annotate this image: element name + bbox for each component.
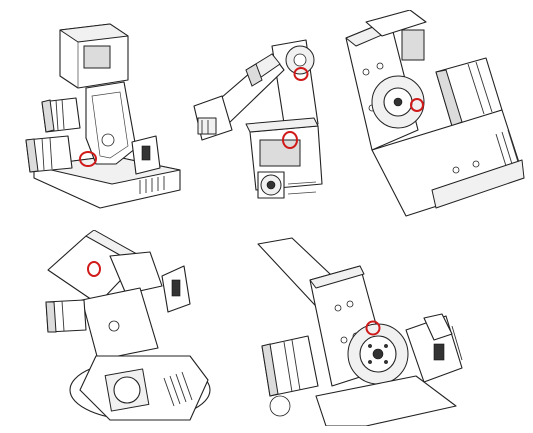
- highlight-circle: [87, 261, 101, 277]
- base-vent-slots: [163, 371, 193, 407]
- base-vent-slots: [139, 176, 165, 194]
- highlight-circle: [365, 320, 381, 336]
- panel-top-motor-view: [40, 230, 230, 426]
- panel-wrist-close-up-view: [336, 10, 528, 222]
- panel-base-joint-view: [20, 18, 190, 218]
- servo-cap: [109, 251, 163, 295]
- highlight-circle-lower: [282, 131, 298, 149]
- middle-link: [81, 287, 159, 361]
- cooling-fan: [257, 171, 285, 199]
- wrist-close-up-drawing: [345, 10, 525, 217]
- highlight-circle-upper: [293, 67, 309, 81]
- left-stepper-motor: [45, 299, 87, 333]
- wrist-gripper: [193, 95, 233, 141]
- gripper-assembly: [405, 313, 463, 383]
- left-stepper-motor: [41, 97, 81, 133]
- left-stepper-motor: [261, 335, 319, 397]
- top-motor-view-drawing: [45, 230, 211, 421]
- panel-elbow-gear-close-up-view: [256, 236, 526, 426]
- lower-stepper-motor: [25, 135, 73, 173]
- robot-arm-folded-drawing: [193, 39, 323, 199]
- panel-arm-folded-view: [188, 34, 330, 214]
- robot-arm-base-drawing: [25, 23, 181, 209]
- top-servo-label: [83, 45, 111, 69]
- highlight-circle: [79, 151, 97, 167]
- top-bracket: [401, 29, 425, 61]
- gripper-assembly: [161, 265, 191, 313]
- wrist-stepper-motor: [435, 57, 503, 127]
- right-vent-slots: [495, 129, 519, 167]
- arm-link: [85, 81, 137, 165]
- lower-base: [315, 375, 457, 426]
- gripper-assembly: [131, 135, 161, 175]
- highlight-circle: [410, 98, 424, 112]
- elbow-gear-close-up-drawing: [257, 237, 463, 426]
